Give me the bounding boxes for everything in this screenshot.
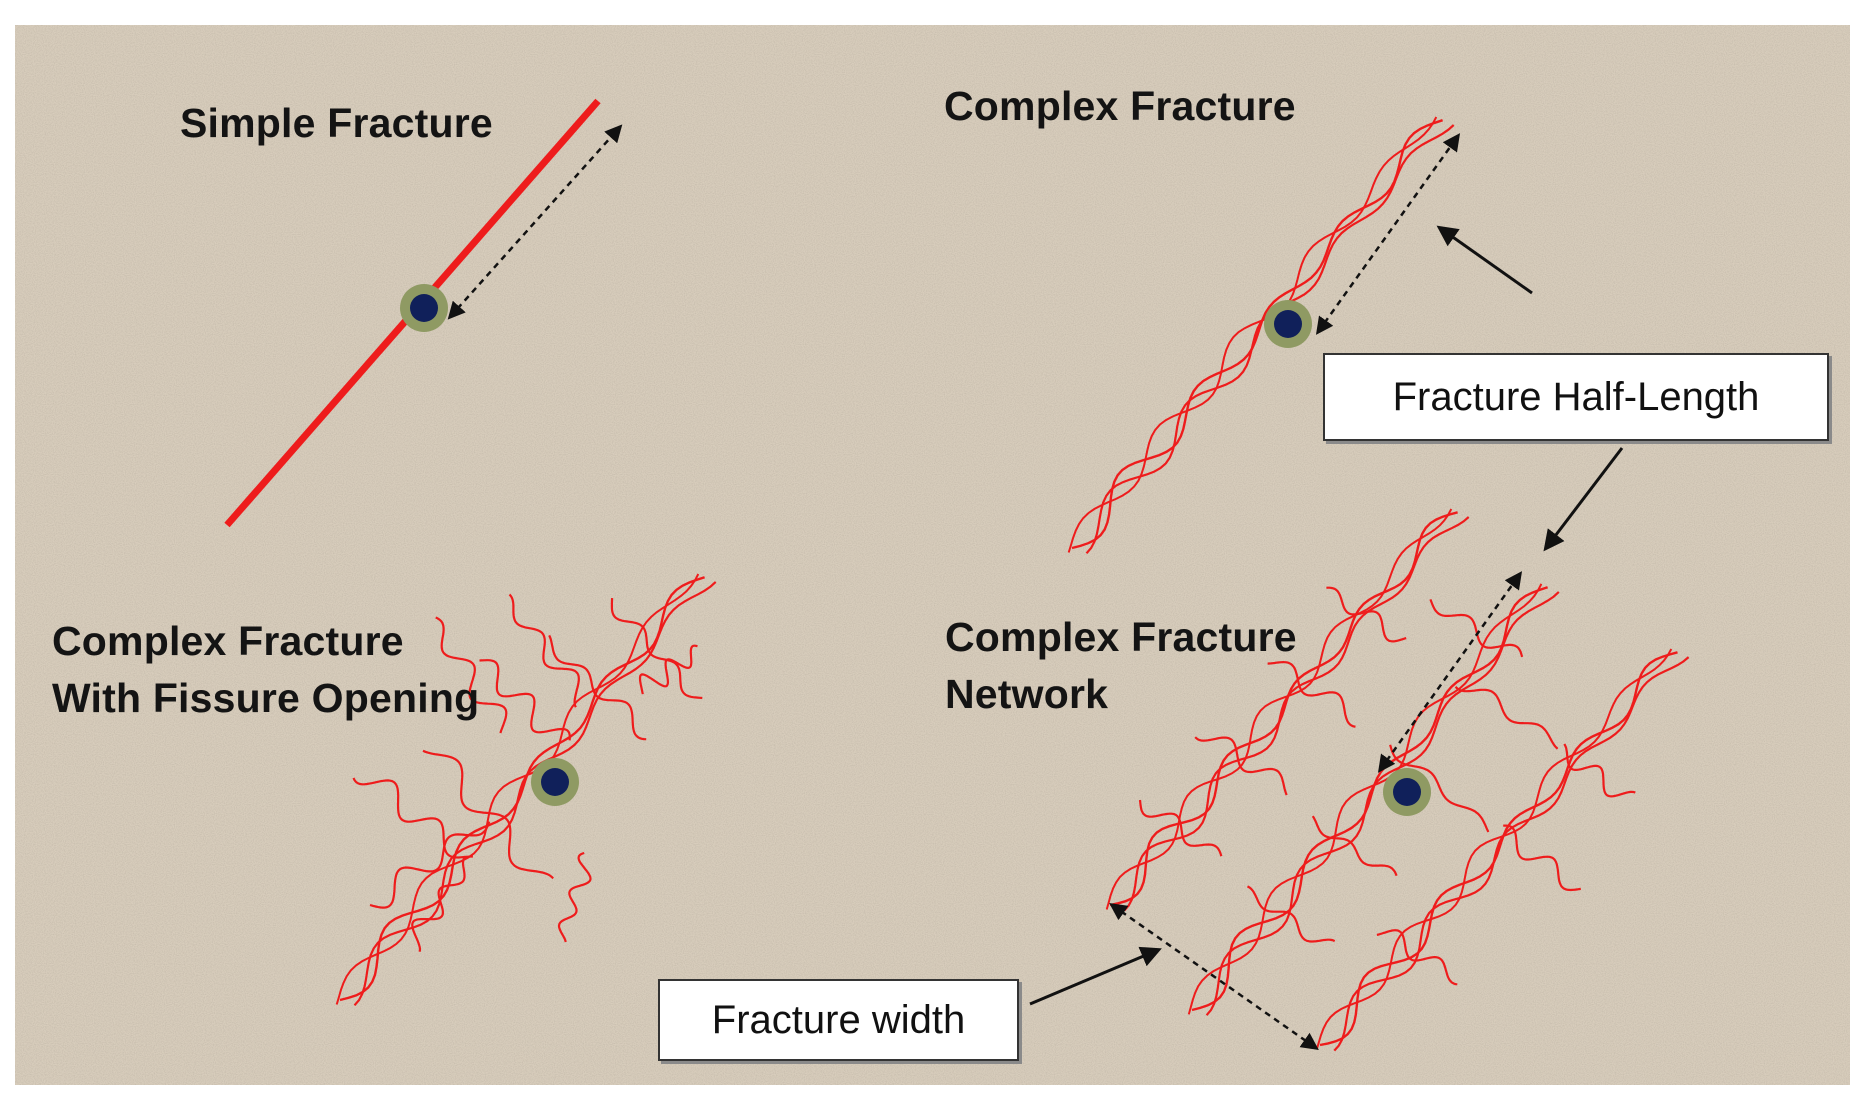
- network-wellbore: [1383, 768, 1431, 816]
- fissure-branch-strand: [435, 616, 508, 734]
- fissure-main-strand: [335, 573, 700, 1005]
- fissure-branch-strand: [610, 598, 703, 700]
- fissure-branch-strand: [638, 644, 698, 695]
- network-title-line2: Network: [945, 671, 1109, 717]
- complex-wellbore: [1264, 300, 1312, 348]
- fissure-branch-strand: [548, 634, 647, 741]
- network-title-line1: Complex Fracture: [945, 614, 1297, 660]
- network-half-length-arrow: [1377, 571, 1523, 773]
- complex-half-length-arrow: [1315, 133, 1461, 335]
- network-cross-strand: [1376, 929, 1458, 986]
- half-length-callout: Fracture Half-Length: [1323, 353, 1829, 441]
- network-cross-strand: [1194, 736, 1288, 796]
- simple-wellbore: [400, 284, 448, 332]
- half-length-pointer-top: [1436, 225, 1533, 295]
- fracture-width-arrow: [1109, 902, 1319, 1051]
- fissure-branch-strand: [479, 659, 571, 741]
- network-strand: [1319, 651, 1678, 1047]
- half-length-pointer-bottom: [1543, 447, 1624, 552]
- sand-texture: [15, 25, 1850, 1085]
- network-cross-strand: [1311, 815, 1398, 877]
- width-pointer: [1029, 946, 1162, 1006]
- complex-fracture-title: Complex Fracture: [944, 83, 1296, 129]
- network-cross-strand: [1563, 743, 1636, 798]
- network-cross-strand: [1503, 824, 1581, 892]
- fissure-branch-strand: [411, 856, 467, 953]
- fissure-wellbore: [531, 758, 579, 806]
- fissure-title-line1: Complex Fracture: [52, 618, 404, 664]
- fissure-title-line2: With Fissure Opening: [52, 675, 480, 721]
- simple-half-length-arrow: [447, 124, 623, 320]
- fissure-branch-strand: [508, 593, 580, 708]
- network-cross-strand: [1138, 799, 1223, 857]
- fissure-branch-strand: [557, 851, 592, 943]
- fissure-branch-strand: [369, 821, 491, 909]
- width-callout: Fracture width: [658, 979, 1019, 1061]
- fissure-fracture-strands: [335, 573, 717, 1007]
- network-cross-strand: [1267, 660, 1356, 728]
- simple-fracture-title: Simple Fracture: [180, 100, 493, 146]
- fissure-branch-strand: [352, 777, 473, 859]
- network-strand: [1315, 648, 1673, 1050]
- fissure-branch-strand: [422, 749, 554, 880]
